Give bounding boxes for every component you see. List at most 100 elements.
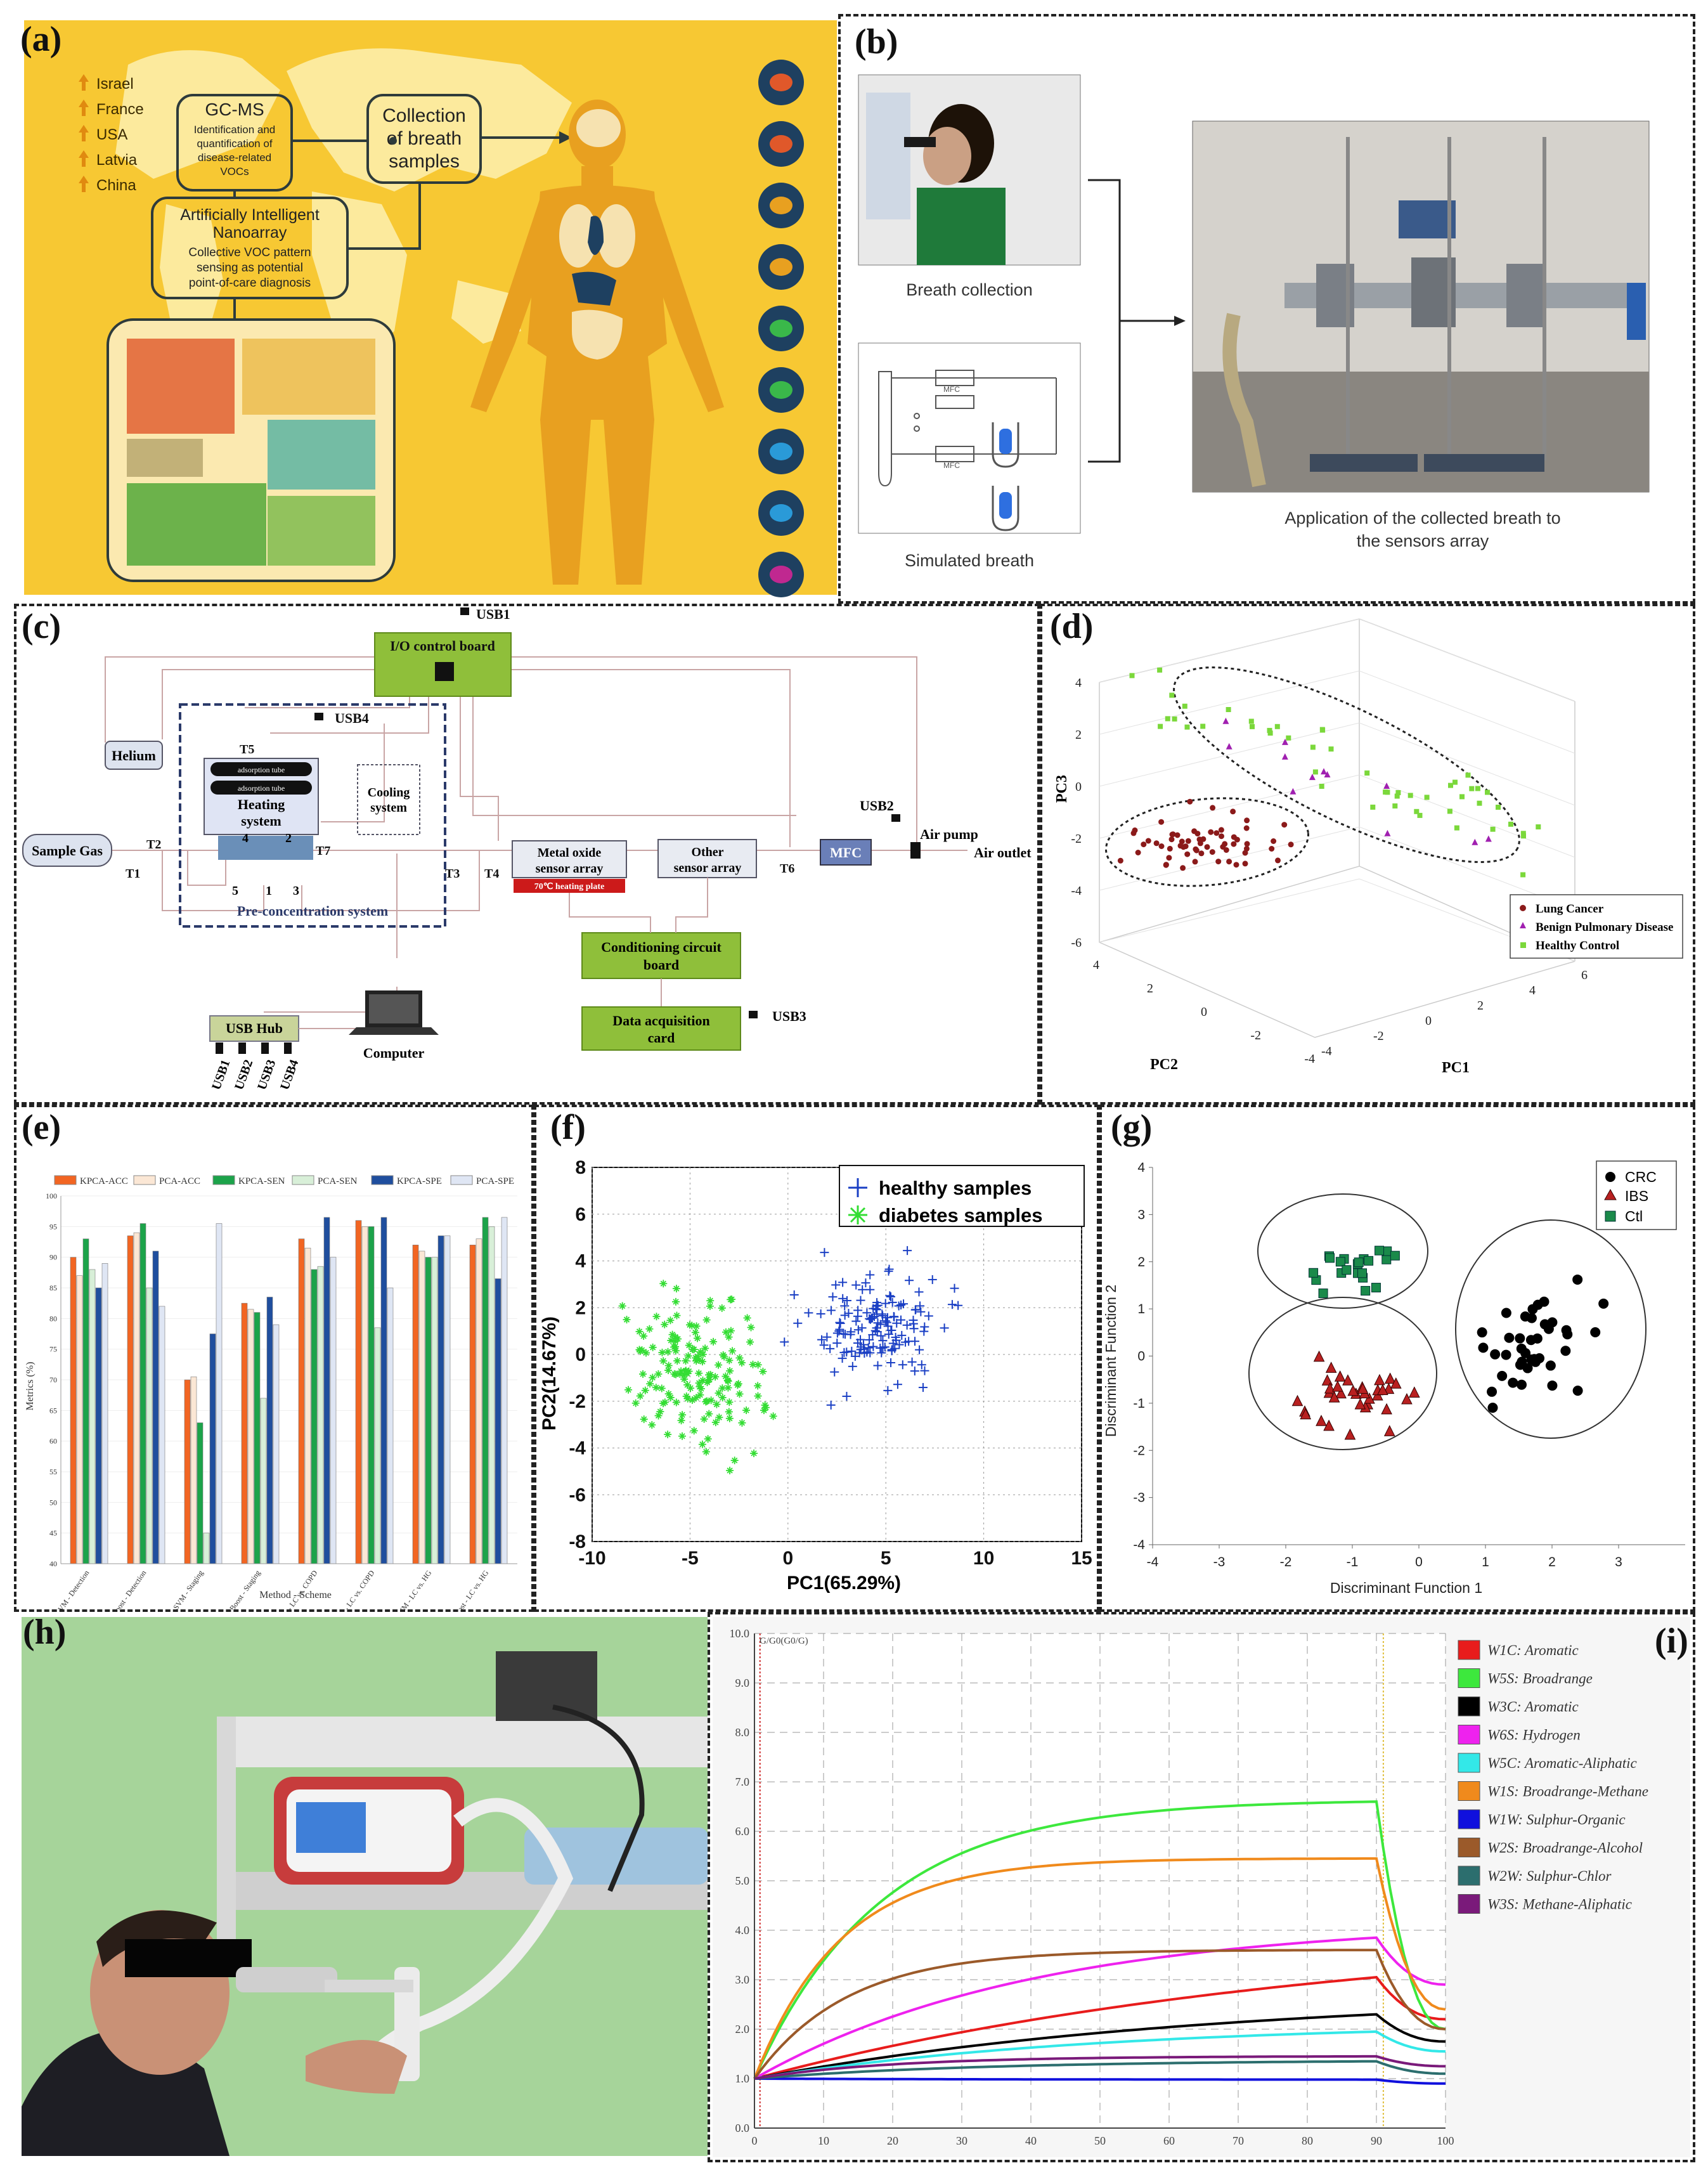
panel-a: Israel France USA Latvia China GC-MS Ide…: [14, 14, 838, 604]
lung-cancer-point: [1231, 841, 1237, 847]
crc-point: [1598, 1298, 1609, 1309]
marker-stroke: [754, 1393, 761, 1399]
other-sensor-label: Other: [691, 845, 723, 859]
lung-cancer-point: [1243, 845, 1250, 852]
pancreas-icon: [770, 504, 793, 522]
ctl-point: [1318, 1289, 1328, 1299]
diabetes-sample-point: [664, 1347, 672, 1356]
healthy-sample-point: [861, 1278, 870, 1288]
healthy-sample-point: [886, 1292, 896, 1301]
usb3-label: USB3: [772, 1008, 806, 1024]
y-axis-label: G/G0(G0/G): [760, 1636, 808, 1646]
crc-point: [1547, 1317, 1558, 1328]
y-tick-label: -2: [1133, 1443, 1145, 1458]
diabetes-sample-point: [692, 1354, 700, 1362]
healthy-sample-point: [884, 1266, 893, 1276]
bar: [89, 1269, 96, 1564]
x-tick-label: XGBoost - LC vs. COPD: [325, 1568, 377, 1609]
marker-stroke: [760, 1368, 767, 1375]
panel-h: (h): [14, 1612, 708, 2162]
diabetes-sample-point: [641, 1386, 649, 1394]
lung-cancer-point: [1168, 836, 1175, 843]
healthy-sample-point: [869, 1342, 878, 1351]
diabetes-sample-point: [730, 1457, 739, 1465]
marker-stroke: [692, 1329, 699, 1335]
bar: [190, 1376, 197, 1564]
legend-label: Benign Pulmonary Disease: [1536, 921, 1673, 934]
healthy-sample-point: [905, 1276, 914, 1285]
marker-stroke: [755, 1361, 761, 1368]
panel-label: (c): [22, 607, 61, 646]
diabetes-sample-point: [672, 1370, 680, 1379]
diabetes-sample-point: [659, 1280, 668, 1288]
marker-stroke: [642, 1387, 649, 1394]
healthy-sample-point: [894, 1301, 903, 1311]
x-tick-label: -10: [578, 1548, 605, 1569]
healthy-sample-point: [884, 1264, 894, 1274]
y-tick-label: 1: [1137, 1302, 1145, 1316]
x-tick-label: 0: [1415, 1555, 1423, 1569]
healthy-sample-point: [865, 1285, 875, 1294]
diabetes-sample-point: [713, 1400, 721, 1408]
diabetes-sample-point: [642, 1349, 650, 1357]
lung-cancer-point: [1145, 838, 1151, 844]
healthy-sample-point: [816, 1309, 825, 1318]
diabetes-sample-point: [692, 1322, 701, 1330]
healthy-control-point: [1447, 808, 1452, 814]
healthy-sample-point: [873, 1361, 883, 1370]
healthy-sample-point: [888, 1297, 897, 1307]
legend-label: KPCA-ACC: [80, 1176, 128, 1186]
lung-cancer-point: [1141, 841, 1147, 848]
lung-cancer-point: [1209, 849, 1215, 855]
bar: [387, 1287, 394, 1564]
x-axis-label: Method - Scheme: [259, 1590, 332, 1600]
marker-stroke: [720, 1352, 727, 1358]
legend-marker: [133, 1175, 156, 1185]
crc-point: [1515, 1333, 1525, 1344]
diabetes-sample-point: [638, 1346, 646, 1354]
lung-cancer-point: [1269, 846, 1275, 852]
y-tick-label: 100: [46, 1191, 57, 1200]
marker-stroke: [679, 1412, 685, 1418]
diabetes-sample-point: [671, 1347, 680, 1355]
pc2-axis-label: PC2: [1150, 1056, 1178, 1073]
lung-cancer-point: [1204, 844, 1210, 850]
grid-line: [1099, 774, 1360, 839]
legend-label: diabetes samples: [879, 1204, 1042, 1226]
legend-marker: [54, 1175, 77, 1185]
lung-cancer-point: [1184, 851, 1191, 857]
diabetes-sample-point: [635, 1327, 644, 1335]
ibs-point: [1324, 1382, 1336, 1394]
healthy-sample-point: [832, 1339, 842, 1348]
usb-icon: [460, 607, 469, 615]
marker-stroke: [674, 1358, 680, 1364]
x-tick-label: 40: [1025, 2134, 1037, 2147]
kidney-icon: [770, 258, 793, 276]
conditioning-label: Conditioning circuit: [601, 939, 721, 955]
ibs-point: [1342, 1374, 1354, 1386]
gcms-title: GC-MS: [205, 100, 264, 119]
marker-stroke: [704, 1398, 710, 1405]
legend-label: W3S: Methane-Aliphatic: [1487, 1897, 1632, 1912]
liver-icon: [770, 74, 793, 91]
lung-cancer-point: [1244, 817, 1250, 824]
legend-marker: [1458, 1668, 1480, 1688]
marker-stroke: [673, 1347, 679, 1354]
diabetes-sample-point: [666, 1316, 675, 1325]
diabetes-sample-point: [749, 1360, 757, 1368]
healthy-control-point: [1370, 804, 1376, 810]
z-tick-label: 2: [1075, 728, 1082, 742]
helium-label: Helium: [112, 748, 156, 763]
bar: [254, 1312, 261, 1564]
healthy-control-point: [1184, 724, 1190, 730]
collection-text: samples: [389, 151, 460, 172]
intestine-icon: [770, 320, 793, 337]
air-pump-icon: [910, 842, 921, 859]
t7-label: T7: [316, 844, 330, 858]
marker-stroke: [679, 1433, 685, 1439]
marker-stroke: [699, 1358, 706, 1365]
lung-cancer-point: [1234, 836, 1240, 843]
marker-stroke: [707, 1297, 713, 1304]
healthy-control-point: [1459, 794, 1465, 800]
diabetes-sample-point: [691, 1328, 699, 1337]
